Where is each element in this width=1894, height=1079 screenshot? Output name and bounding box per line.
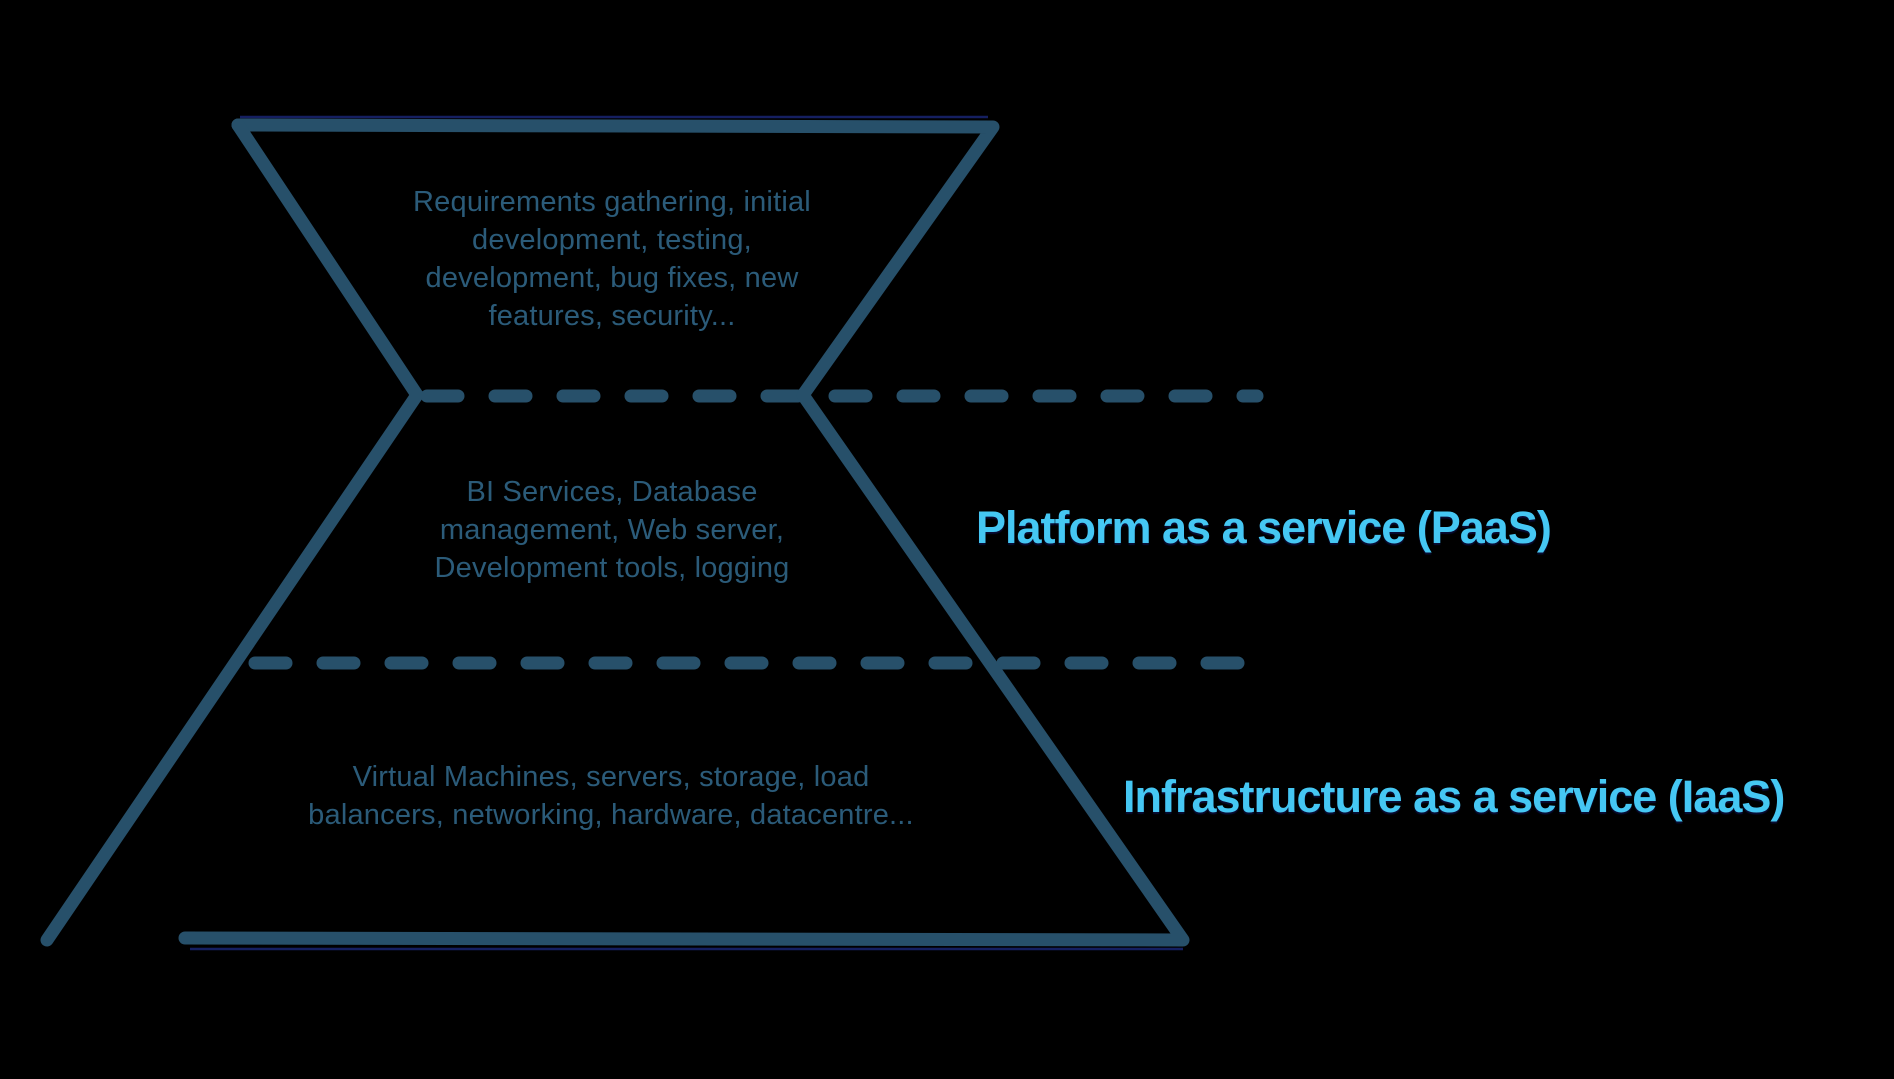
paas-text-line: Development tools, logging (434, 552, 790, 584)
paas-label: Platform as a service (PaaS) (976, 502, 1552, 553)
paas-text-line: BI Services, Database (466, 476, 758, 508)
iaas-text-line: Virtual Machines, servers, storage, load (352, 761, 870, 793)
saas-text-line: Requirements gathering, initial (413, 186, 811, 218)
saas-text-line: development, testing, (472, 224, 752, 256)
saas-text-line: development, bug fixes, new (425, 262, 799, 294)
paas-text-line: management, Web server, (439, 514, 785, 546)
paas-section-text: BI Services, Database management, Web se… (434, 473, 789, 587)
saas-text-line: features, security... (488, 300, 736, 332)
hourglass-outline-left (40, 118, 424, 947)
iaas-text-line: balancers, networking, hardware, datacen… (308, 799, 914, 831)
hourglass-outline-right (178, 118, 1190, 947)
saas-section-text: Requirements gathering, initial developm… (413, 183, 811, 335)
iaas-section-text: Virtual Machines, servers, storage, load… (308, 758, 914, 834)
iaas-label: Infrastructure as a service (IaaS) (1123, 771, 1785, 822)
